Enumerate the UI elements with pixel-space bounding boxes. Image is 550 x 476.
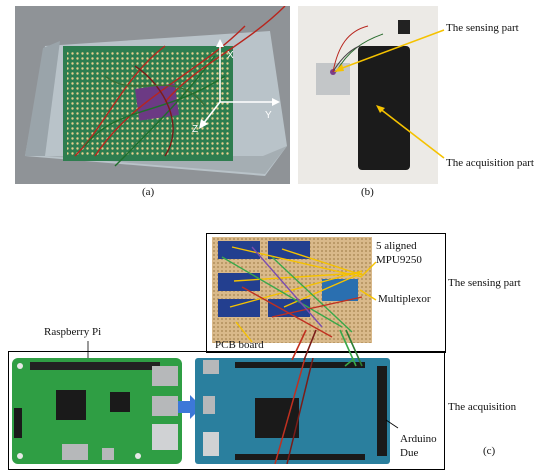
caption-c: (c) xyxy=(483,445,496,457)
label-acquisition-c: The acquisition xyxy=(448,401,517,413)
device-illustration xyxy=(298,6,438,184)
label-arduino-line1: Arduino xyxy=(400,433,437,445)
label-pcb-board: PCB board xyxy=(215,339,264,351)
label-arduino-line2: Due xyxy=(400,447,419,459)
caption-b: (b) xyxy=(361,186,374,198)
axis-y-label: Y xyxy=(265,110,272,121)
axis-z-label: Z xyxy=(192,124,198,135)
label-raspberry-pi: Raspberry Pi xyxy=(44,326,102,338)
arduino-due-board xyxy=(195,358,390,464)
label-acquisition-part-b: The acquisition part xyxy=(446,157,534,169)
metal-box-illustration: X Y Z xyxy=(15,5,290,184)
label-mpu-line1: 5 aligned xyxy=(376,240,417,252)
raspberry-pi-board xyxy=(12,358,182,464)
photo-a: X Y Z xyxy=(15,5,290,184)
label-sensing-part-b: The sensing part xyxy=(446,22,519,34)
label-multiplexor: Multiplexor xyxy=(378,293,431,305)
photo-b xyxy=(298,6,438,184)
sensing-part-box xyxy=(206,233,446,353)
label-sensing-part-c: The sensing part xyxy=(448,277,521,289)
label-mpu-line2: MPU9250 xyxy=(376,254,422,266)
caption-a: (a) xyxy=(142,186,155,198)
axis-x-label: X xyxy=(227,50,234,61)
acquisition-box xyxy=(8,351,445,470)
